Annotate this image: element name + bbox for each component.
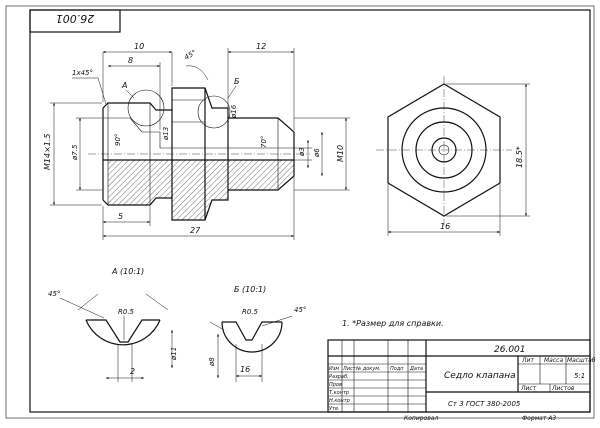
dim-10: 10: [134, 42, 144, 51]
tb-izm: Изм: [329, 366, 339, 372]
detail-a-width: 2: [130, 367, 135, 376]
title-block: 26.001 Седло клапана Ст 3 ГОСТ 380-2005 …: [327, 339, 596, 413]
stamp-box: 26.001: [29, 9, 121, 33]
tb-scale-value: 5:1: [574, 372, 585, 380]
leader-b: [227, 85, 237, 99]
dim-m10: M10: [336, 145, 345, 162]
inner-frame: [29, 9, 591, 413]
tb-nkontr: Н.контр: [329, 398, 350, 404]
dim-16-side: 16: [440, 222, 450, 231]
dim-16: ø16: [230, 104, 238, 119]
dim-5: 5: [118, 212, 123, 221]
detail-b-width: 16: [240, 365, 250, 374]
tb-sheets: Листов: [551, 385, 575, 392]
detail-a-callout: [127, 89, 165, 127]
hex-circle-bore: [438, 144, 450, 156]
tb-list: Лист: [342, 366, 357, 372]
dim-185: 18.5*: [515, 146, 524, 168]
dim-70: 70°: [260, 136, 268, 148]
leader-a: [125, 89, 135, 99]
detail-b-title: Б (10:1): [234, 285, 266, 294]
detail-a-letter: A: [121, 81, 127, 90]
tb-mass: Масса: [544, 357, 563, 364]
detail-a-angle: 45°: [48, 290, 60, 298]
dim-12: 12: [256, 42, 266, 51]
hex-circle-mid: [415, 121, 473, 179]
footer-copied: Копировал: [404, 415, 438, 422]
detail-b-angle: 45°: [294, 306, 306, 314]
detail-b-callout: [197, 95, 231, 129]
tb-lit: Лит: [521, 357, 534, 364]
dim-27: 27: [190, 226, 201, 235]
tb-data: Дата: [409, 366, 423, 372]
tb-scale: Масштаб: [567, 357, 596, 364]
detail-a-outline: [86, 319, 160, 343]
tb-tkontr: Т.контр: [329, 390, 349, 396]
tb-name: Седло клапана: [444, 371, 516, 381]
detail-b-radius: R0.5: [242, 308, 259, 316]
tb-code: 26.001: [494, 345, 526, 355]
detail-a-radius: R0.5: [118, 308, 135, 316]
dim-d75: ø7.5: [71, 144, 79, 161]
dim-8: 8: [128, 56, 133, 65]
detail-a: A (10:1) 45° R0.5 2 ø11: [48, 267, 178, 382]
dim-90: 90°: [114, 134, 122, 146]
dim-d3: ø3: [298, 147, 306, 157]
section-hatch: [108, 160, 294, 220]
angle-arc-45: [185, 65, 209, 81]
detail-b-letter: Б: [234, 77, 240, 86]
detail-a-title: A (10:1): [111, 267, 144, 276]
note-reference-sizes: 1. *Размер для справки.: [342, 319, 444, 328]
detail-b-outline: [222, 321, 282, 341]
tb-prov: Пров: [329, 382, 342, 388]
tb-utv: Утв.: [329, 406, 340, 412]
tb-podp: Подп: [390, 366, 404, 372]
outer-frame: [5, 5, 595, 419]
main-view: A Б 10 8 12 45° 1x45° 90° ø13 ø16 70° ø3: [43, 42, 350, 240]
detail-b-dia: ø8: [208, 357, 216, 367]
dim-1x45: 1x45°: [72, 69, 93, 77]
hex-circle-outer: [401, 107, 487, 193]
dim-d6: ø6: [313, 148, 321, 158]
hexagon: [387, 83, 501, 217]
dim-45-top: 45°: [183, 49, 198, 62]
detail-b: Б (10:1) R0.5 45° ø8 16: [208, 285, 306, 382]
dim-m14: M14×1.5: [43, 133, 52, 170]
tb-material: Ст 3 ГОСТ 380-2005: [448, 400, 521, 408]
tb-ndok: № докум.: [355, 366, 381, 372]
hex-circle-inner: [431, 137, 457, 163]
side-view: 18.5* 16: [376, 76, 530, 236]
detail-a-dia: ø11: [170, 347, 178, 361]
tb-sheet: Лист: [520, 385, 537, 392]
inner-bore-upper: [103, 117, 294, 149]
dim-13: ø13: [162, 127, 170, 141]
tb-razrab: Разраб.: [329, 374, 349, 380]
footer-format: Формат А3: [522, 415, 556, 422]
stamp-code: 26.001: [56, 12, 95, 25]
